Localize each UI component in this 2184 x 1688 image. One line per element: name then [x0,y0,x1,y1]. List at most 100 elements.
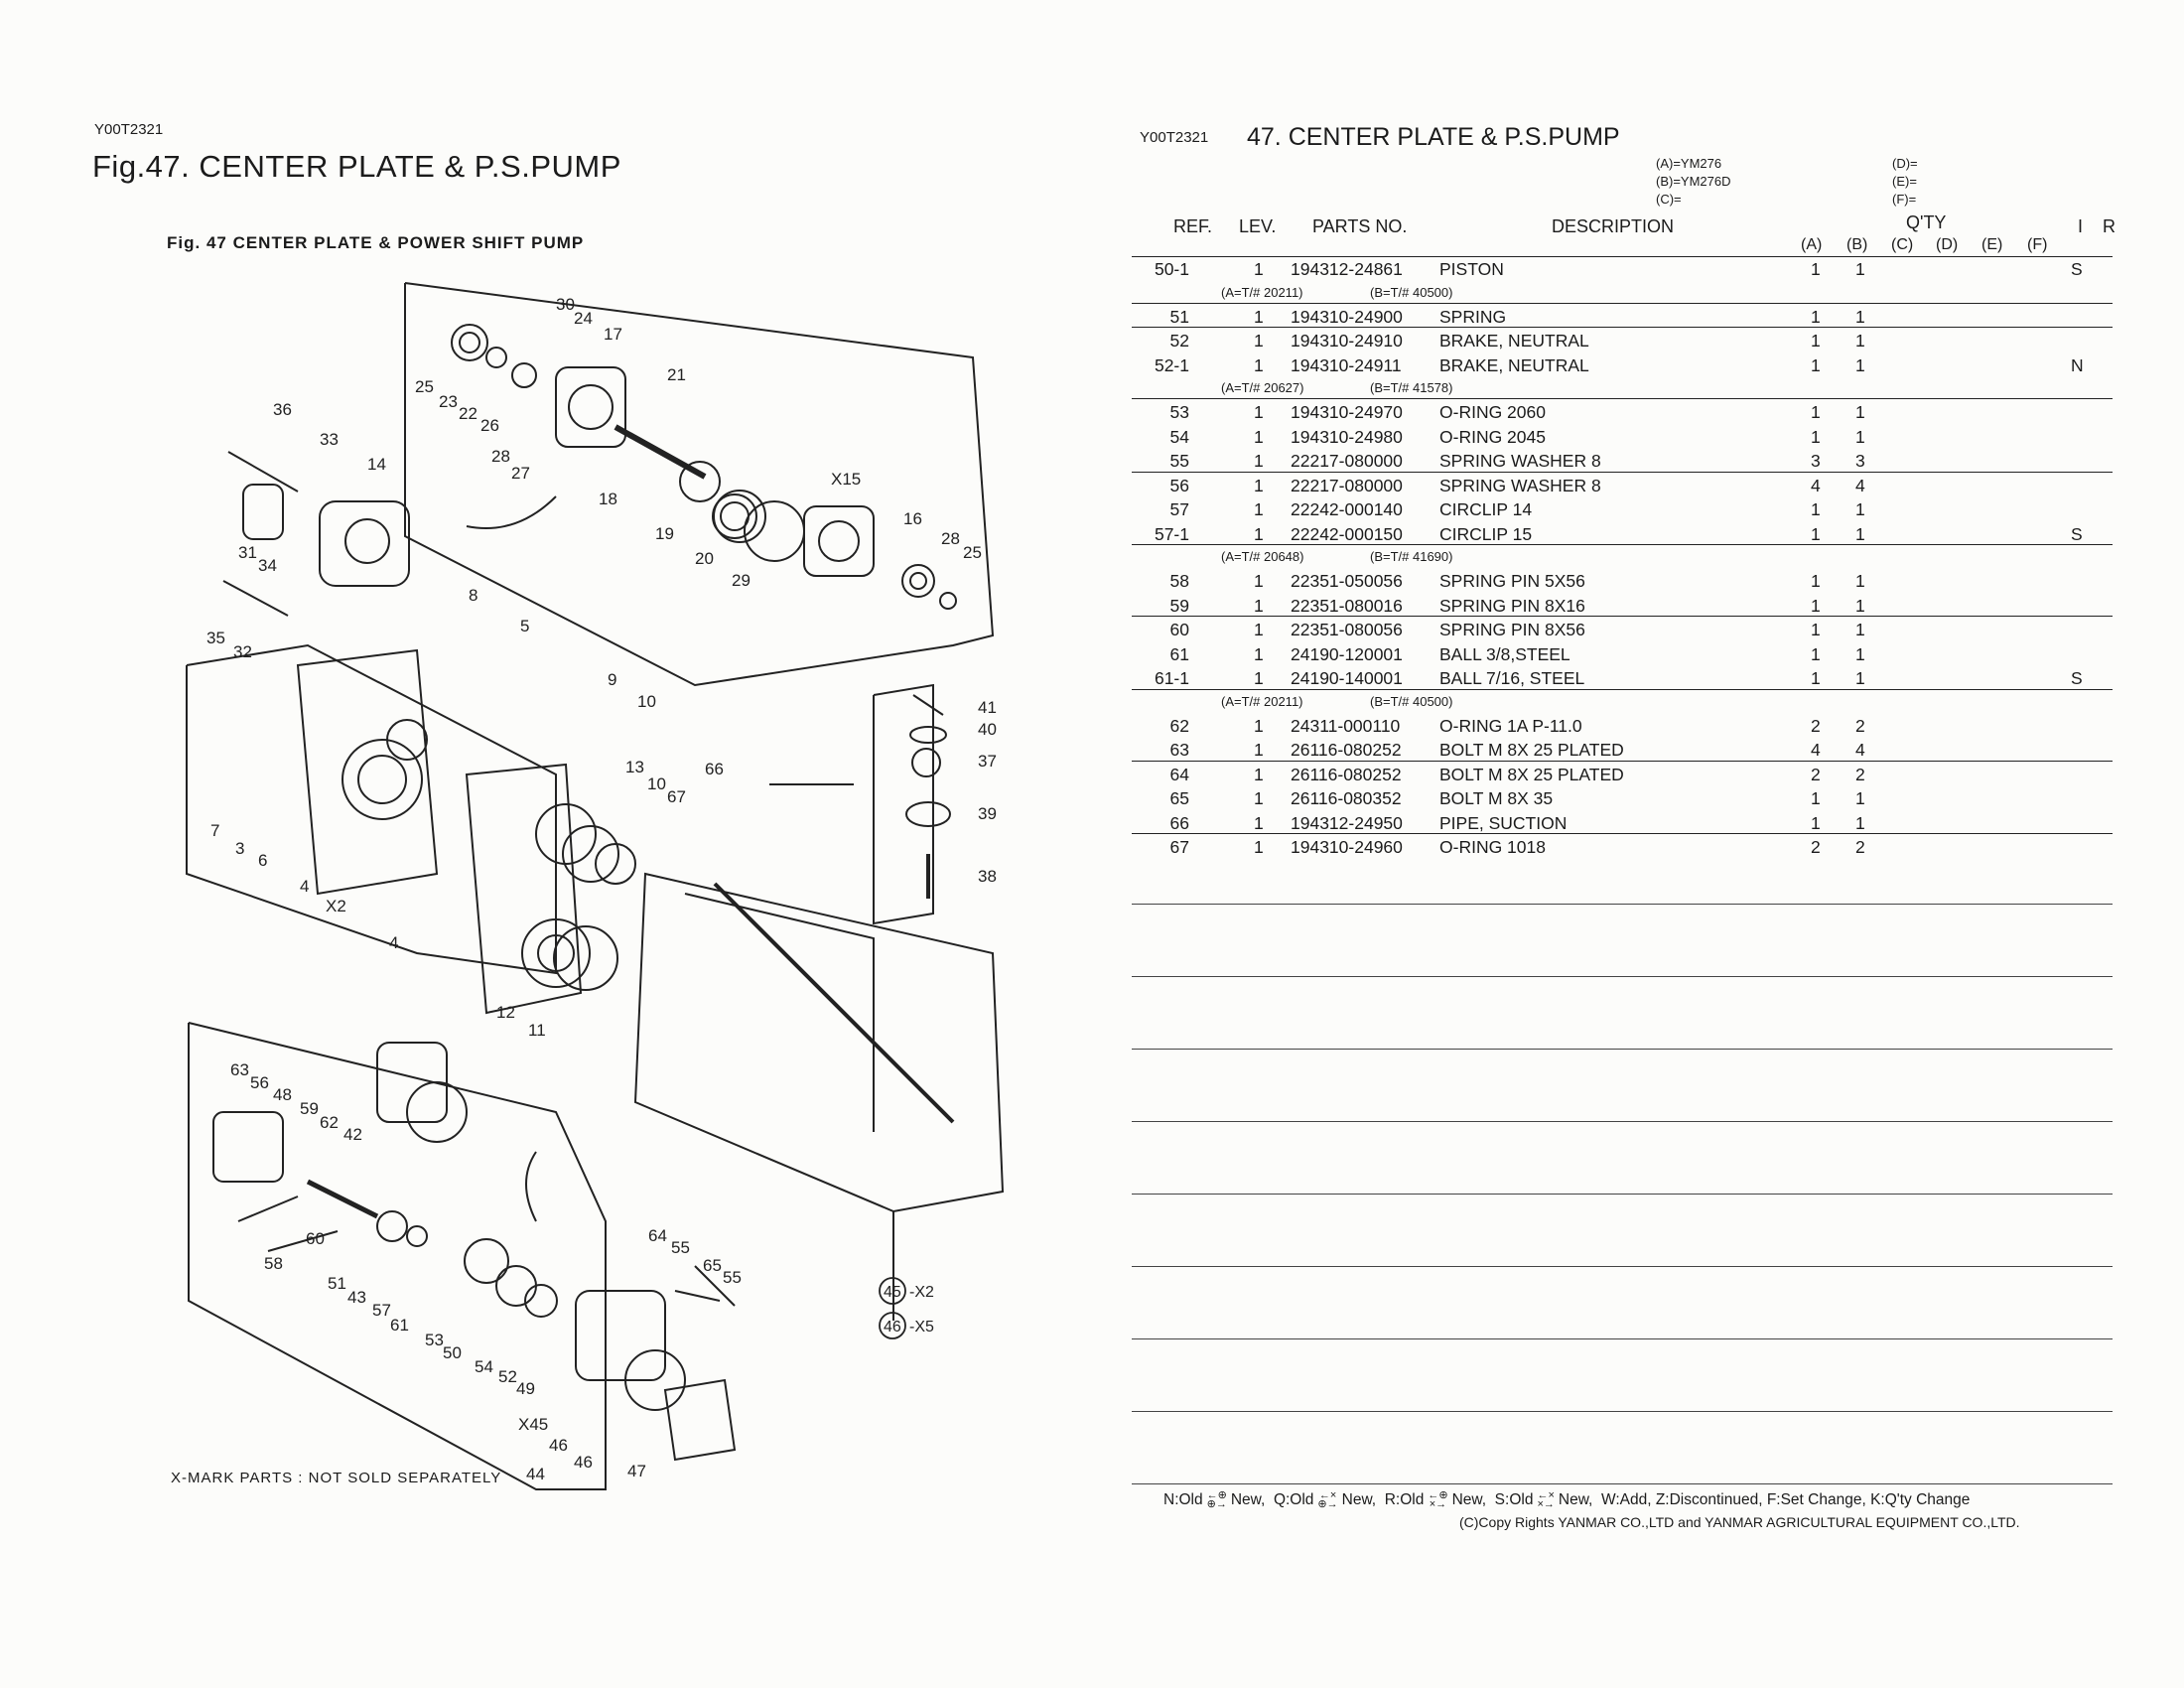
qty-b: 1 [1855,426,1865,447]
qty-a: 2 [1811,837,1821,857]
qty-b: 1 [1855,643,1865,664]
svg-text:64: 64 [648,1226,667,1245]
qty-a: 4 [1811,475,1821,495]
qty-a: 1 [1811,571,1821,591]
part-description: O-RING 2060 [1439,402,1546,422]
old-new-arrow-icon: ←××→ [1537,1489,1555,1510]
part-ref: 50-1 [1154,259,1189,279]
svg-text:20: 20 [695,549,714,568]
part-level: 1 [1254,475,1264,495]
part-ref: 61-1 [1154,668,1189,688]
serial-note-b: (B=T/# 40500) [1370,284,1453,300]
part-number: 24311-000110 [1291,715,1401,736]
row-separator [1132,688,2113,690]
svg-text:28: 28 [941,529,960,548]
svg-text:22: 22 [459,404,478,423]
svg-text:6: 6 [258,851,267,870]
svg-text:X2: X2 [326,897,346,915]
svg-text:31: 31 [238,543,257,562]
svg-text:33: 33 [320,430,339,449]
qty-b: 3 [1855,451,1865,471]
svg-text:48: 48 [273,1085,292,1104]
blank-rule [1132,1121,2113,1122]
row-separator [1132,471,2113,473]
part-description: SPRING PIN 8X16 [1439,595,1585,616]
qty-b: 4 [1855,475,1865,495]
svg-text:35: 35 [206,629,225,647]
part-description: O-RING 1018 [1439,837,1546,857]
svg-text:30: 30 [556,295,575,314]
qty-b: 1 [1855,571,1865,591]
qty-a: 1 [1811,499,1821,519]
model-e: (E)= [1892,174,1917,189]
part-ref: 54 [1169,426,1189,447]
row-separator [1132,833,2113,834]
part-number: 194310-24910 [1291,331,1403,351]
center-plate [296,648,439,896]
part-ref: 63 [1169,740,1189,760]
part-description: PISTON [1439,259,1504,279]
part-description: CIRCLIP 15 [1439,523,1533,544]
part-ref: 62 [1169,715,1189,736]
svg-text:16: 16 [903,509,922,528]
interchange-code: N [2071,354,2084,375]
qty-b: 4 [1855,740,1865,760]
svg-text:46: 46 [574,1453,593,1472]
svg-text:60: 60 [306,1229,325,1248]
part-ref: 52 [1169,331,1189,351]
exploded-parts-diagram: 36 33 14 31 34 35 32 30 24 17 25 23 22 2… [186,282,1005,1490]
qty-a: 2 [1811,715,1821,736]
header-qty-b: (B) [1846,236,1868,253]
header-rule [1132,256,2113,257]
part-number: 24190-120001 [1291,643,1403,664]
svg-text:25: 25 [963,543,982,562]
header-i: I [2078,216,2084,236]
svg-text:37: 37 [978,752,997,771]
svg-text:X45: X45 [518,1415,548,1434]
part-number: 22217-080000 [1291,451,1403,471]
header-qty-e: (E) [1981,236,2003,253]
part-level: 1 [1254,402,1264,422]
part-ref: 55 [1169,451,1189,471]
row-separator [1132,327,2113,328]
part-description: BALL 7/16, STEEL [1439,668,1585,688]
header-parts-no: PARTS NO. [1312,216,1408,236]
qty-a: 1 [1811,620,1821,639]
svg-text:-X5: -X5 [909,1319,934,1336]
header-qty-c: (C) [1891,236,1914,253]
serial-note-a: (A=T/# 20627) [1221,380,1304,395]
part-number: 194310-24960 [1291,837,1403,857]
row-separator [1132,302,2113,304]
model-f: (F)= [1892,192,1917,207]
part-number: 22351-080016 [1291,595,1403,616]
header-ref: REF. [1173,216,1213,236]
svg-text:46: 46 [549,1436,568,1455]
interchange-code: S [2071,259,2083,279]
header-qty-a: (A) [1801,236,1823,253]
part-ref: 65 [1169,788,1189,808]
qty-a: 2 [1811,764,1821,784]
svg-text:3: 3 [235,839,244,858]
part-ref: 57 [1169,499,1189,519]
qty-b: 1 [1855,306,1865,327]
svg-text:66: 66 [705,760,724,778]
svg-text:65: 65 [703,1256,722,1275]
svg-text:28: 28 [491,447,510,466]
qty-a: 1 [1811,643,1821,664]
part-description: BOLT M 8X 25 PLATED [1439,764,1624,784]
qty-b: 1 [1855,402,1865,422]
part-description: O-RING 2045 [1439,426,1546,447]
part-level: 1 [1254,259,1264,279]
